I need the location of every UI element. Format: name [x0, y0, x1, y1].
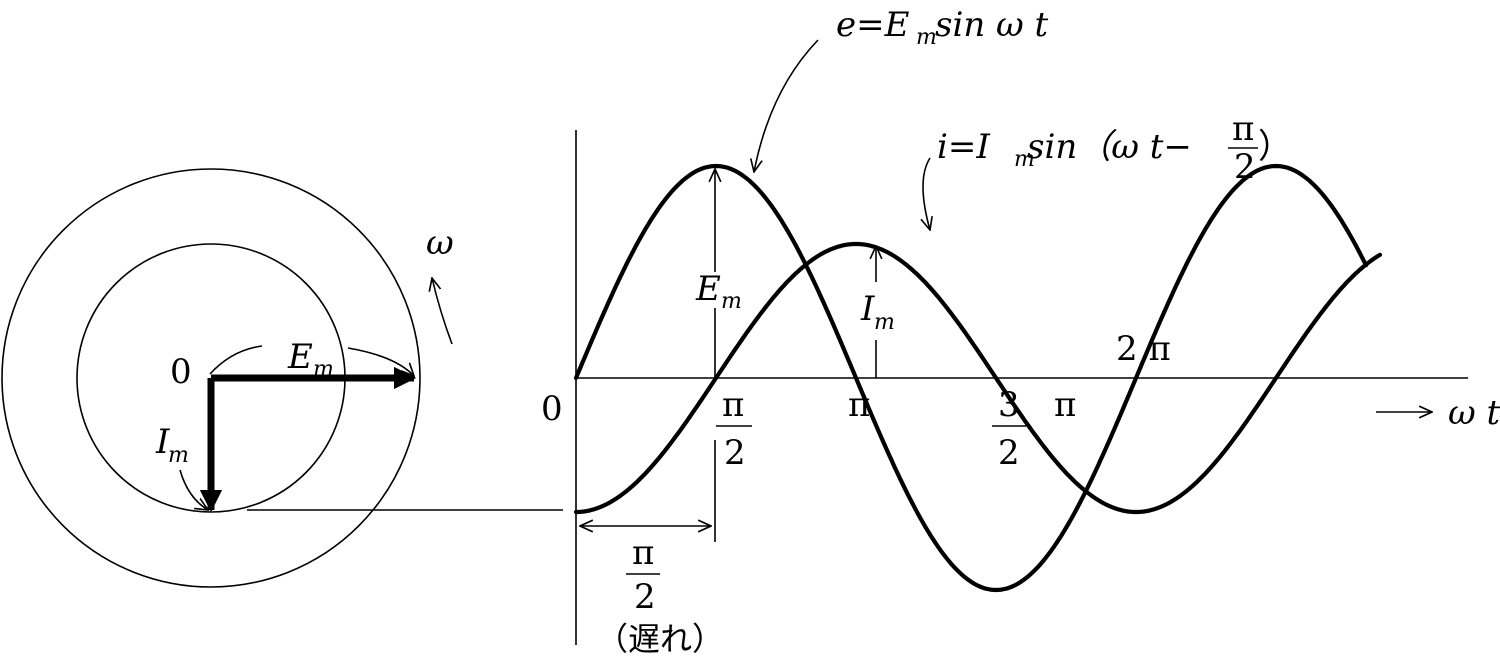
i-equation-close: ） [1258, 127, 1292, 167]
im-phasor-label: I [155, 422, 170, 462]
tick-three-num: 3 [998, 385, 1020, 425]
em-angle-arc [209, 345, 263, 375]
axis-origin-label: 0 [541, 389, 563, 429]
em-phasor-label: E [287, 337, 313, 377]
omega-t-label: ω t [1448, 393, 1500, 433]
e-equation-tail: sin ω t [935, 5, 1049, 45]
tick-three-den: 2 [998, 433, 1020, 473]
outer-circle [1, 168, 421, 588]
delay-note: （遅れ） [596, 620, 724, 658]
i-equation-sub: m [1014, 147, 1035, 172]
delay-frac-den: 2 [634, 577, 656, 617]
im-wave-sub: m [874, 310, 895, 335]
im-phasor-sub: m [168, 443, 189, 468]
tick-pi-half-num: π [722, 385, 744, 425]
e-equation-leader [754, 39, 819, 172]
i-equation-label: i=I [937, 127, 990, 167]
i-equation-frac-num: π [1232, 109, 1254, 149]
em-phasor-sub: m [313, 357, 334, 382]
phasor-origin-label: 0 [170, 352, 192, 392]
tick-three-pi: π [1054, 385, 1076, 425]
em-wave-sub: m [721, 289, 742, 314]
e-equation-label: e=E [836, 5, 910, 45]
em-wave-label: E [695, 269, 721, 309]
i-equation-frac-den: 2 [1234, 147, 1256, 187]
e-waveform [573, 163, 1369, 593]
im-angle-arc [179, 469, 208, 510]
em-angle-arc-right [347, 347, 414, 376]
omega-label: ω [426, 223, 454, 263]
i-waveform [573, 241, 1383, 515]
rotation-arrow [432, 278, 453, 345]
tick-pi-half-den: 2 [724, 433, 746, 473]
i-equation-leader [923, 157, 930, 230]
e-equation-sub: m [916, 25, 937, 50]
tick-pi-label: π [848, 385, 870, 425]
tick-two-pi-label: 2 π [1116, 329, 1171, 369]
delay-frac-num: π [632, 533, 654, 573]
im-wave-label: I [860, 289, 875, 329]
i-equation-tail: sin（ω t− [1027, 127, 1192, 167]
